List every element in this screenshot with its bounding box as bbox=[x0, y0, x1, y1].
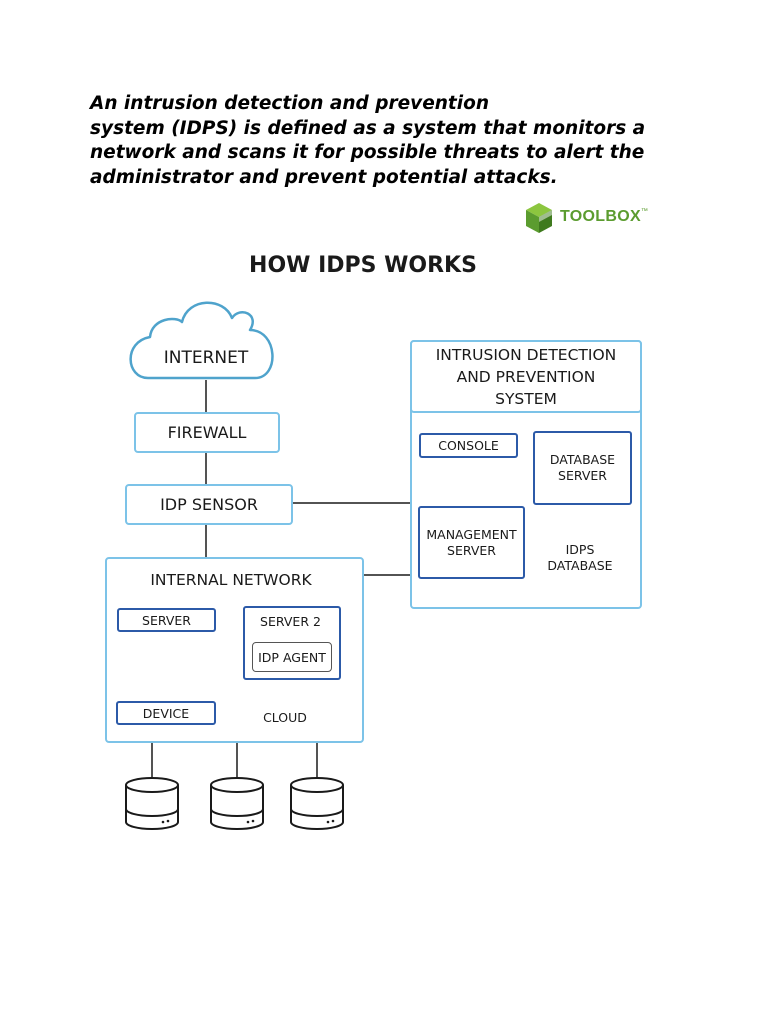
logo-wordmark: TOOLBOX™ bbox=[560, 208, 648, 226]
idps-database-line: IDPS bbox=[565, 542, 595, 557]
toolbox-logo: TOOLBOX™ bbox=[525, 202, 655, 234]
server2-label: SERVER 2 bbox=[260, 614, 321, 629]
firewall-box: FIREWALL bbox=[134, 412, 280, 453]
idp-sensor-label: IDP SENSOR bbox=[160, 495, 258, 514]
diagram-title: HOW IDPS WORKS bbox=[249, 253, 477, 278]
idps-database-label: IDPS DATABASE bbox=[537, 542, 623, 574]
idps-title-line: SYSTEM bbox=[495, 389, 557, 408]
intro-line: An intrusion detection and prevention bbox=[90, 93, 489, 114]
cloud-label: CLOUD bbox=[263, 710, 307, 725]
server-label: SERVER bbox=[142, 612, 191, 628]
database-server-label: SERVER bbox=[558, 468, 607, 483]
idps-title-box: INTRUSION DETECTION AND PREVENTION SYSTE… bbox=[410, 340, 642, 413]
management-server-label: MANAGEMENT bbox=[426, 526, 517, 542]
idps-title-line: INTRUSION DETECTION bbox=[435, 345, 617, 364]
intro-line: administrator and prevent potential atta… bbox=[90, 166, 558, 188]
idp-agent-box: IDP AGENT bbox=[252, 642, 332, 672]
intro-paragraph: An intrusion detection and prevention sy… bbox=[90, 92, 690, 190]
logo-trademark: ™ bbox=[640, 208, 649, 215]
internal-network-label: INTERNAL NETWORK bbox=[150, 571, 312, 589]
console-box: CONSOLE bbox=[419, 433, 518, 458]
disk-icon bbox=[210, 777, 264, 830]
management-server-box: MANAGEMENT SERVER bbox=[418, 506, 525, 579]
database-server-label: DATABASE bbox=[549, 452, 616, 467]
server-box: SERVER bbox=[117, 608, 216, 632]
logo-text: TOOLBOX bbox=[560, 208, 641, 225]
intro-text: IDPS bbox=[179, 117, 229, 139]
intro-line: network and scans it for possible threat… bbox=[90, 142, 645, 163]
intro-line: system (IDPS) is defined as a system tha… bbox=[90, 117, 690, 142]
idps-database-line: DATABASE bbox=[547, 558, 613, 573]
firewall-label: FIREWALL bbox=[167, 423, 247, 442]
idp-sensor-box: IDP SENSOR bbox=[125, 484, 293, 525]
idp-agent-label: IDP AGENT bbox=[258, 649, 326, 665]
device-label: DEVICE bbox=[142, 705, 190, 721]
device-box: DEVICE bbox=[116, 701, 216, 725]
cube-logo-icon bbox=[526, 203, 552, 233]
database-server-box: DATABASE SERVER bbox=[533, 431, 632, 505]
management-server-label: SERVER bbox=[447, 542, 496, 558]
idps-title-line: AND PREVENTION bbox=[456, 367, 596, 386]
disk-icon bbox=[290, 777, 344, 830]
intro-text: system ( bbox=[90, 117, 180, 139]
internet-label: INTERNET bbox=[163, 348, 249, 368]
internet-cloud-icon bbox=[129, 301, 274, 380]
console-label: CONSOLE bbox=[438, 438, 499, 453]
intro-text: ) is defined as a system that monitors a bbox=[228, 117, 646, 139]
disk-icon bbox=[125, 777, 179, 830]
